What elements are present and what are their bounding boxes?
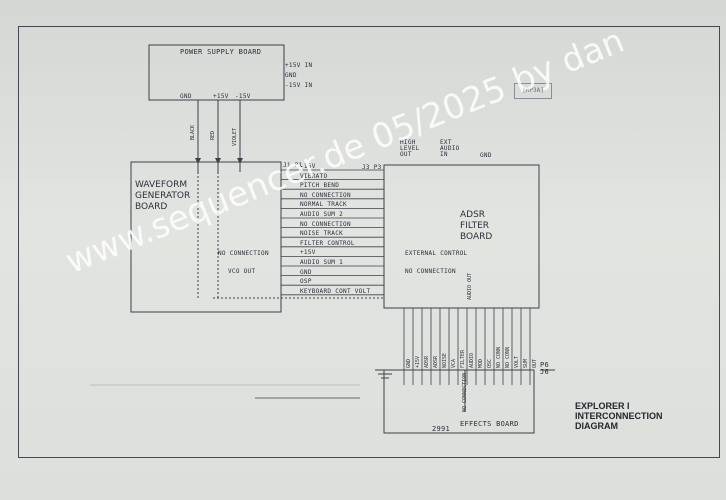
effects-signal-label: NO CONN bbox=[496, 346, 502, 368]
bus-signal-label: KEYBOARD CONT VOLT bbox=[300, 287, 371, 295]
waveform-no-connection: NO CONNECTION bbox=[218, 250, 269, 257]
bus-signal-label: AUDIO SUM 2 bbox=[300, 211, 344, 218]
adsr-connector: J3 P3 bbox=[362, 164, 382, 171]
wire-red-label: RED bbox=[210, 130, 216, 140]
bus-signal-label: NO CONNECTION bbox=[300, 220, 351, 228]
waveform-vco-out: VCO OUT bbox=[228, 268, 256, 275]
bus-signal-label: GND bbox=[300, 268, 312, 276]
bus-signal-label: OSP bbox=[300, 278, 312, 286]
effects-signal-label: ADSR bbox=[433, 355, 439, 368]
title-line-3: DIAGRAM bbox=[575, 421, 618, 431]
effects-signal-label: +15V bbox=[415, 355, 421, 368]
effects-connector: P6 J6 bbox=[540, 361, 550, 376]
power-supply-label: POWER SUPPLY BOARD bbox=[180, 48, 262, 56]
waveform-board-label: WAVEFORM GENERATOR BOARD bbox=[135, 180, 191, 212]
wire-violet-label: VIOLET bbox=[232, 127, 238, 146]
bus-signal-label: NO CONNECTION bbox=[300, 191, 351, 199]
power-supply-box bbox=[148, 44, 285, 101]
bus-signal-label: NORMAL TRACK bbox=[300, 201, 347, 209]
effects-signal-label: NO CONN bbox=[505, 346, 511, 368]
effects-signal-label: FILTER bbox=[460, 349, 466, 368]
adsr-no-connection: NO CONNECTION bbox=[405, 268, 456, 275]
effects-board-label: EFFECTS BOARD bbox=[460, 420, 519, 428]
adsr-ext-audio-in: EXT AUDIO IN bbox=[440, 139, 460, 158]
stamp-mark: [RP3A] bbox=[514, 83, 552, 99]
ps-pin-minus: -15V bbox=[235, 93, 251, 100]
effects-signal-label: AUDIO bbox=[469, 352, 475, 368]
bus-signal-label: NOISE TRACK bbox=[300, 230, 344, 238]
effects-signal-label: VCA bbox=[451, 358, 457, 368]
diagram-title: EXPLORER I INTERCONNECTION DIAGRAM bbox=[575, 401, 663, 431]
bus-signal-label: AUDIO SUM 1 bbox=[300, 259, 344, 266]
adsr-board-label: ADSR FILTER BOARD bbox=[460, 210, 493, 242]
bus-signal-label: PITCH BEND bbox=[300, 182, 340, 190]
title-line-2: INTERCONNECTION bbox=[575, 411, 663, 421]
title-line-1: EXPLORER I bbox=[575, 401, 630, 411]
adsr-box bbox=[383, 164, 540, 309]
drawing-border bbox=[18, 26, 720, 458]
effects-signal-label: SUM bbox=[523, 358, 529, 368]
wire-black-label: BLACK bbox=[190, 124, 196, 140]
effects-signal-label: GND bbox=[406, 358, 412, 368]
effects-signal-label: ADSR bbox=[424, 355, 430, 368]
effects-box bbox=[383, 369, 535, 434]
ps-pin-plus: +15V bbox=[213, 93, 229, 100]
effects-signal-label: NOISE bbox=[442, 352, 448, 368]
bus-signal-label: -15V bbox=[300, 163, 316, 170]
waveform-connector: J1 P1 bbox=[283, 162, 303, 169]
effects-signal-label: VOLT bbox=[514, 355, 520, 368]
ps-pin-gnd: GND bbox=[180, 93, 192, 100]
effects-signal-label: OSC bbox=[487, 358, 493, 368]
effects-signal-label: OUT bbox=[532, 358, 538, 368]
bus-signal-label: VIBRATO bbox=[300, 172, 328, 180]
adsr-audio-out: AUDIO OUT bbox=[467, 272, 473, 300]
bus-signal-label: +15V bbox=[300, 249, 316, 257]
effects-signal-label: MOD bbox=[478, 358, 484, 368]
bus-signal-label: FILTER CONTROL bbox=[300, 239, 355, 247]
effects-board-number: 2991 bbox=[432, 425, 451, 433]
adsr-external-control: EXTERNAL CONTROL bbox=[405, 250, 468, 257]
adsr-high-level-out: HIGH LEVEL OUT bbox=[400, 139, 420, 158]
adsr-gnd: GND bbox=[480, 152, 492, 159]
ps-output-1: +15V IN bbox=[285, 62, 313, 69]
ps-output-2: GND bbox=[285, 72, 297, 79]
effects-no-connection: NO CONNECTION bbox=[462, 372, 468, 412]
ps-output-3: -15V IN bbox=[285, 82, 313, 89]
